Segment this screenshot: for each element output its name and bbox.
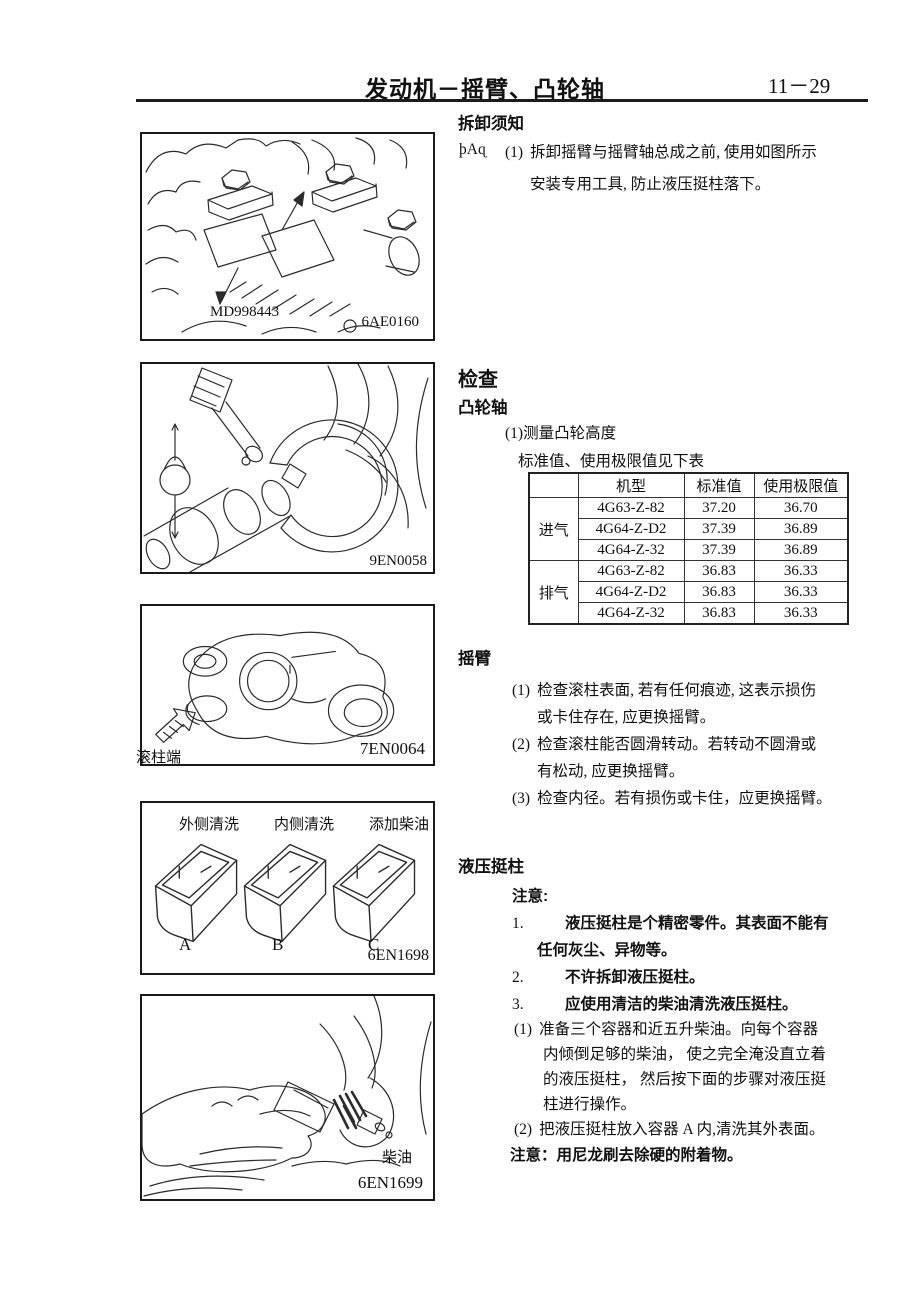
- table-row: 排气 4G63-Z-82 36.83 36.33: [528, 560, 849, 625]
- cell-model: 4G64-Z-D2: [577, 581, 685, 603]
- cell-standard: 37.20: [683, 497, 755, 519]
- section-removal-heading: 拆卸须知: [458, 115, 524, 133]
- cell-limit: 36.33: [753, 602, 849, 625]
- lash-step-1-cont: 内倾倒足够的柴油， 使之完全淹没直立着: [543, 1046, 826, 1063]
- cell-standard: 36.83: [683, 560, 755, 582]
- cell-limit: 36.89: [753, 539, 849, 561]
- container-c-caption: 添加柴油: [369, 817, 430, 833]
- lash-note: 注意：用尼龙刷去除硬的附着物。: [510, 1147, 743, 1164]
- lash-caution-3: 3.应使用清洁的柴油清洗液压挺柱。: [512, 996, 798, 1013]
- table-row: 4G64-Z-D2 36.83 36.33: [529, 581, 849, 603]
- roller-end-label: 滚柱端: [136, 750, 182, 766]
- figure-code: 9EN0058: [369, 553, 428, 569]
- figure-code: 7EN0064: [359, 739, 425, 758]
- figure-containers: 外侧清洗 内侧清洗 添加柴油 A B C 6EN1698: [140, 801, 435, 975]
- figure-code: 6EN1698: [367, 947, 429, 964]
- page-title: 发动机－摇臂、凸轮轴: [365, 77, 605, 102]
- container-b-letter: B: [272, 935, 284, 954]
- rocker-item-2: (2)检查滚柱能否圆滑转动。若转动不圆滑或: [512, 736, 817, 753]
- cell-standard: 37.39: [683, 518, 755, 540]
- lash-step-1: (1)准备三个容器和近五升柴油。向每个容器: [514, 1021, 819, 1038]
- lash-caution-1: 1.液压挺柱是个精密零件。其表面不能有: [512, 915, 829, 932]
- container-b-art: [243, 843, 327, 943]
- camshaft-table-note: 标准值、使用极限值见下表: [518, 453, 705, 470]
- figure-brush-clean: 柴油 6EN1699: [140, 994, 435, 1201]
- roller-end-arrow: [155, 708, 196, 743]
- cam-profile-icon: [159, 423, 191, 539]
- figure-cam-measure: 9EN0058: [140, 362, 435, 574]
- table-row: 进气 4G63-Z-82 37.20 36.70: [528, 497, 849, 561]
- cell-standard: 36.83: [683, 581, 755, 603]
- cell-standard: 36.83: [683, 602, 755, 625]
- table-row: 4G64-Z-D2 37.39 36.89: [529, 518, 849, 540]
- cell-limit: 36.33: [753, 581, 849, 603]
- section-camshaft-heading: 凸轮轴: [458, 399, 508, 417]
- rocker-item-1: (1)检查滚柱表面, 若有任何痕迹, 这表示损伤: [512, 682, 817, 699]
- rocker-arm-drawing: [155, 631, 395, 745]
- lash-caution-label: 注意:: [512, 888, 549, 905]
- removal-step-no: (1): [505, 144, 524, 161]
- cell-model: 4G64-Z-32: [577, 602, 685, 625]
- removal-step-line1: (1)拆卸摇臂与摇臂轴总成之前, 使用如图所示: [505, 144, 817, 161]
- row-group-exhaust: 排气: [528, 560, 579, 625]
- rocker-item-1-cont: 或卡住存在, 应更换摇臂。: [537, 709, 716, 726]
- col-limit: 使用极限值: [753, 472, 849, 498]
- container-c-art: [332, 843, 416, 943]
- table-header-row: 机型 标准值 使用极限值: [528, 472, 849, 498]
- brush-clean-drawing: [142, 996, 432, 1197]
- diesel-label: 柴油: [382, 1150, 413, 1166]
- row-group-intake: 进气: [528, 497, 579, 561]
- container-a-caption: 外侧清洗: [179, 817, 240, 833]
- lash-step-1-cont: 柱进行操作。: [543, 1096, 637, 1113]
- lash-step-1-cont: 的液压挺柱， 然后按下面的步骤对液压挺: [543, 1071, 826, 1088]
- container-a-letter: A: [179, 935, 192, 954]
- cell-model: 4G63-Z-82: [577, 497, 685, 519]
- lash-caution-1-cont: 任何灰尘、异物等。: [537, 942, 677, 959]
- table-row: 4G64-Z-32 37.39 36.89: [529, 539, 849, 561]
- rocker-item-3: (3)检查内径。若有损伤或卡住，应更换摇臂。: [512, 790, 832, 807]
- cell-limit: 36.33: [753, 560, 849, 582]
- figure-rocker-arm: 滚柱端 7EN0064: [136, 604, 435, 766]
- section-rocker-heading: 摇臂: [458, 650, 491, 668]
- figure-engine-tool: MD998443 6AE0160: [140, 132, 435, 341]
- figure-code: 6EN1699: [357, 1173, 423, 1192]
- cell-model: 4G63-Z-82: [577, 560, 685, 582]
- removal-step-line2: 安装专用工具, 防止液压挺柱落下。: [530, 176, 771, 193]
- cam-height-table: 机型 标准值 使用极限值 进气 4G63-Z-82 37.20 36.70 4G…: [528, 472, 849, 625]
- cam-measure-drawing: [143, 364, 429, 572]
- page-number: 11－29: [768, 74, 831, 98]
- section-inspection-heading: 检查: [458, 369, 498, 391]
- cell-limit: 36.89: [753, 518, 849, 540]
- cell-standard: 37.39: [683, 539, 755, 561]
- camshaft-step: (1)测量凸轮高度: [505, 425, 617, 442]
- cell-model: 4G64-Z-D2: [577, 518, 685, 540]
- containers-drawing: [154, 843, 416, 943]
- cell-model: 4G64-Z-32: [577, 539, 685, 561]
- col-standard: 标准值: [683, 472, 755, 498]
- container-b-caption: 内侧清洗: [274, 817, 335, 833]
- lash-caution-2: 2.不许拆卸液压挺柱。: [512, 969, 705, 986]
- cell-limit: 36.70: [753, 497, 849, 519]
- rocker-item-2-cont: 有松动, 应更换摇臂。: [537, 763, 685, 780]
- removal-marker: þAɋ: [459, 141, 486, 158]
- header-rule: [136, 99, 868, 102]
- section-lash-heading: 液压挺柱: [458, 858, 524, 876]
- col-model: 机型: [577, 472, 685, 498]
- table-corner-cell: [528, 472, 579, 498]
- tool-number-label: MD998443: [210, 304, 280, 320]
- lash-step-2: (2)把液压挺柱放入容器 A 内,清洗其外表面。: [514, 1121, 825, 1138]
- container-c-letter: C: [368, 935, 380, 954]
- figure-code: 6AE0160: [361, 314, 420, 330]
- container-a-art: [154, 843, 238, 943]
- table-row: 4G64-Z-32 36.83 36.33: [529, 602, 849, 625]
- engine-tool-drawing: [145, 137, 420, 335]
